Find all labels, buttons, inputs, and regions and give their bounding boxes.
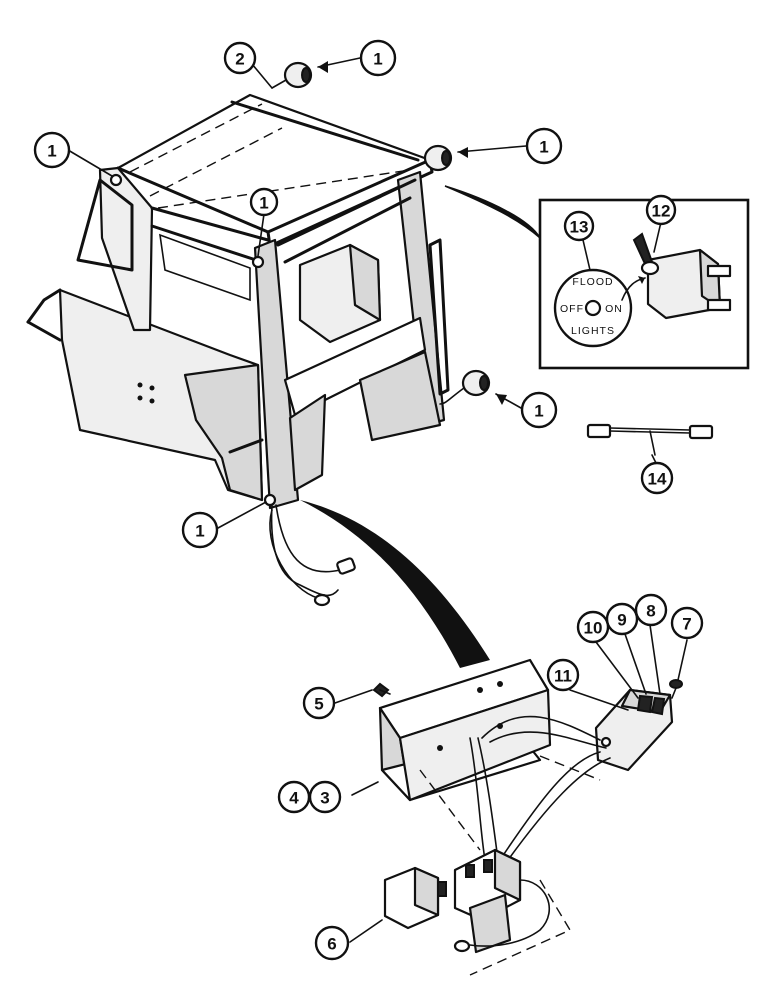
svg-text:1: 1 (534, 402, 543, 421)
svg-text:11: 11 (554, 667, 572, 686)
switch-plate-top-label: FLOOD (572, 276, 613, 288)
callout-4: 4 (277, 780, 311, 814)
relay-base (453, 715, 611, 976)
callout-1-front-pillar: 1 (249, 187, 279, 217)
relay (383, 866, 447, 930)
mounting-screw (372, 682, 391, 698)
svg-text:5: 5 (314, 695, 323, 714)
switch-screw (669, 679, 683, 699)
mounting-bracket (378, 658, 601, 851)
cab-lower-body (58, 288, 264, 502)
cab-front-pillar-left (253, 238, 300, 510)
switch-plate-on-label: ON (605, 303, 623, 315)
svg-text:13: 13 (570, 218, 589, 237)
switch-plate: FLOOD LIGHTS OFF ON (553, 268, 633, 348)
flood-lamp-front-top (423, 144, 453, 172)
callout-11: 11 (546, 658, 580, 692)
callout-2: 2 (223, 41, 257, 75)
switch-plate-bottom-label: LIGHTS (571, 325, 615, 337)
callout-1-lower-pillar: 1 (181, 511, 219, 549)
callout-5: 5 (302, 686, 336, 720)
leader-lines (67, 57, 688, 943)
callout-1-front-side: 1 (520, 391, 558, 429)
callout-6: 6 (314, 925, 350, 961)
svg-text:1: 1 (373, 50, 382, 69)
detail-pointer-swoosh (300, 500, 490, 668)
svg-text:3: 3 (320, 789, 329, 808)
svg-text:4: 4 (289, 789, 299, 808)
callout-10: 10 (576, 610, 610, 644)
inset-pointer (444, 185, 541, 239)
flood-lamp-rear-top (271, 61, 313, 89)
callout-9: 9 (605, 602, 639, 636)
svg-text:14: 14 (648, 470, 667, 489)
callout-1-rear-post: 1 (33, 131, 71, 169)
svg-text:2: 2 (235, 50, 244, 69)
toggle-switch (632, 232, 732, 320)
svg-text:1: 1 (259, 194, 268, 213)
flood-lamp-front-side (439, 369, 491, 405)
callout-1-front-top: 1 (525, 127, 563, 165)
jumper-harness (586, 423, 714, 456)
svg-text:6: 6 (327, 935, 336, 954)
switch-detail-inset: FLOOD LIGHTS OFF ON (444, 185, 750, 370)
svg-text:1: 1 (195, 522, 204, 541)
svg-text:9: 9 (617, 611, 626, 630)
cab-harness-lead (269, 504, 356, 607)
svg-text:10: 10 (584, 619, 603, 638)
tractor-cab (26, 93, 450, 510)
switch-plate-off-label: OFF (560, 303, 584, 315)
svg-text:1: 1 (47, 142, 56, 161)
svg-text:7: 7 (682, 615, 691, 634)
callout-7: 7 (670, 606, 704, 640)
switch-assembly (594, 688, 674, 772)
callout-12: 12 (645, 194, 677, 226)
svg-text:1: 1 (539, 138, 548, 157)
callout-14: 14 (640, 461, 674, 495)
svg-text:8: 8 (646, 602, 655, 621)
callout-13: 13 (563, 210, 595, 242)
svg-text:12: 12 (652, 202, 671, 221)
callout-8: 8 (634, 593, 668, 627)
callout-3: 3 (308, 780, 342, 814)
callout-1-rear-top: 1 (359, 39, 397, 77)
cab-side-panel (183, 363, 264, 502)
